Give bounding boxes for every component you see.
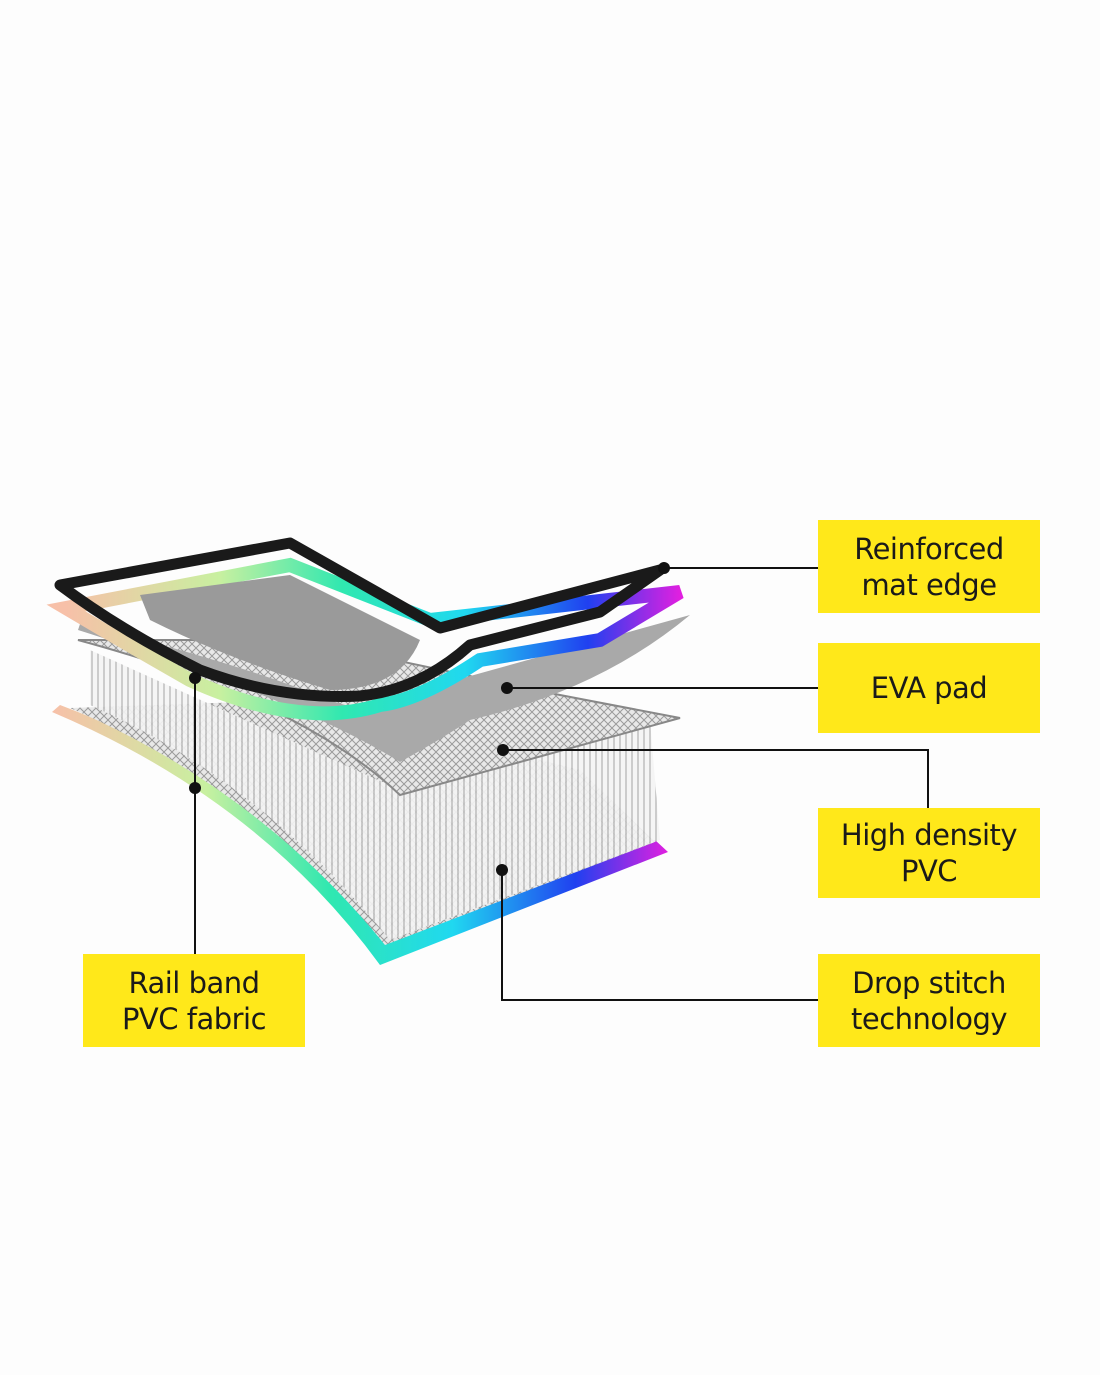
label-text: PVC fabric xyxy=(121,1001,267,1036)
leader-lines xyxy=(194,567,929,1001)
drop-stitch-threads xyxy=(90,650,660,940)
rail-band-layer xyxy=(52,705,668,965)
label-high-density-pvc: High density PVC xyxy=(818,808,1040,898)
label-text: PVC xyxy=(900,854,958,888)
label-drop-stitch: Drop stitch technology xyxy=(818,954,1040,1047)
label-text: mat edge xyxy=(861,567,997,602)
rainbow-frame-layer xyxy=(46,557,684,721)
label-text: technology xyxy=(850,1001,1008,1036)
label-reinforced-mat-edge: Reinforced mat edge xyxy=(818,520,1040,613)
label-text: Reinforced xyxy=(854,531,1004,566)
label-text: Rail band xyxy=(128,965,260,1000)
label-text: Drop stitch xyxy=(852,965,1006,1000)
label-eva-pad: EVA pad xyxy=(818,643,1040,733)
label-rail-band-pvc-fabric: Rail band PVC fabric xyxy=(83,954,305,1047)
label-text: EVA pad xyxy=(870,671,988,705)
leader-dots xyxy=(189,562,670,876)
label-text: High density xyxy=(840,818,1018,852)
reinforced-edge-layer xyxy=(54,537,666,702)
